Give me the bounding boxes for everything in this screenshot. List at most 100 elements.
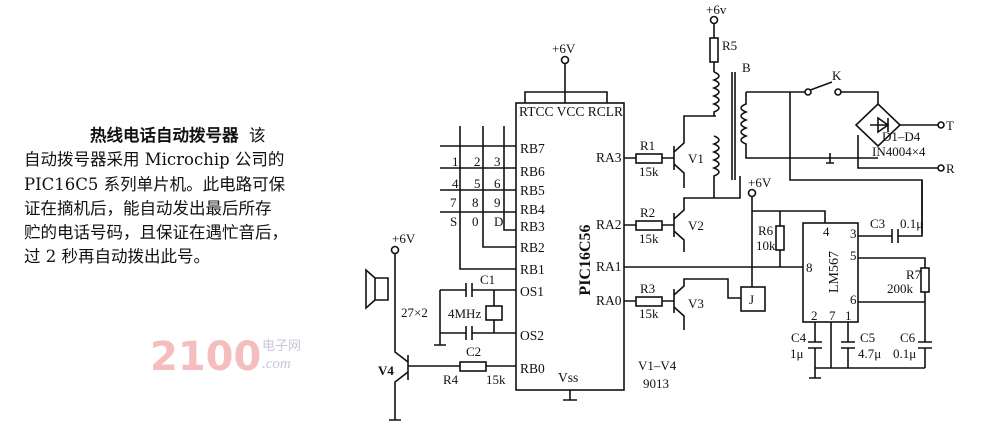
pin-rb6: RB6 (520, 164, 545, 179)
watermark-sub2: .com (262, 356, 291, 372)
pin-ra1: RA1 (596, 259, 622, 274)
key-8: 8 (472, 195, 479, 210)
v4-supply-label: +6V (392, 231, 416, 246)
pin-os2: OS2 (520, 328, 544, 343)
transistor-note: V1–V4 (638, 358, 677, 373)
line-r-label: R (946, 161, 955, 176)
pin-vss: Vss (558, 370, 578, 385)
v2-label: V2 (688, 218, 704, 233)
r3-label: R3 (640, 281, 655, 296)
keypad-matrix: 1 2 3 4 5 6 7 8 9 S 0 D (440, 126, 516, 270)
pin-rb0: RB0 (520, 361, 545, 376)
r4-value: 15k (486, 372, 506, 387)
mcu-name: PIC16C56 (577, 224, 594, 295)
article-line: PIC16C5 系列单片机。此电路可保 (24, 174, 286, 194)
v4-label: V4 (378, 363, 394, 378)
key-6: 6 (494, 176, 501, 191)
line-t-label: T (946, 118, 954, 133)
article-text: 热线电话自动拨号器 该 自动拨号器采用 Microchip 公司的 PIC16C… (24, 124, 354, 270)
key-9: 9 (494, 195, 501, 210)
pin-rb5: RB5 (520, 183, 545, 198)
lm567-pin-2: 2 (811, 308, 818, 323)
line-interface: +6v R5 B K T R D1–D4 IN4004×4 (706, 2, 955, 234)
decoder-name: LM567 (827, 251, 842, 293)
watermark-text: 2100 (150, 334, 261, 380)
oscillator: C1 4MHz 27×2 (401, 272, 516, 346)
relay-label: J (749, 292, 754, 307)
r3-value: 15k (639, 306, 659, 321)
lm567-pin-1: 1 (845, 308, 852, 323)
pin-rb7: RB7 (520, 141, 545, 156)
speaker-driver: +6V V4 C2 R4 15k (365, 231, 516, 421)
c5-value: 4.7μ (858, 346, 881, 361)
v1-label: V1 (688, 151, 704, 166)
pin-ra0: RA0 (596, 293, 622, 308)
key-2: 2 (474, 154, 481, 169)
c2-label: C2 (466, 344, 481, 359)
r6-value: 10k (756, 238, 776, 253)
c3-value: 0.1μ (900, 216, 923, 231)
article-line: 该 (249, 126, 266, 145)
c4-label: C4 (791, 330, 807, 345)
r6-label: R6 (758, 223, 774, 238)
r2-label: R2 (640, 205, 655, 220)
c1-label: C1 (480, 272, 495, 287)
lm567-pin-4: 4 (823, 224, 830, 239)
r2-value: 15k (639, 231, 659, 246)
pic16c56-chip: +6V RTCC VCC RCLR PIC16C56 RB7 RB6 RB5 R… (515, 41, 625, 401)
article-line: 自动拨号器采用 Microchip 公司的 (24, 150, 285, 170)
pin-os1: OS1 (520, 284, 544, 299)
r1-value: 15k (639, 164, 659, 179)
transistor-type: 9013 (643, 376, 669, 391)
lm567-decoder: +6V R6 10k J LM567 4 3 5 8 6 2 7 1 C3 0.… (740, 175, 932, 379)
bridge-type: IN4004×4 (872, 144, 926, 159)
cpair-label: 27×2 (401, 305, 428, 320)
pin-ra2: RA2 (596, 217, 622, 232)
c4-value: 1μ (790, 346, 804, 361)
key-3: 3 (494, 154, 501, 169)
relay-j (740, 286, 766, 312)
c3-label: C3 (870, 216, 885, 231)
key-1: 1 (452, 154, 459, 169)
c5-label: C5 (860, 330, 875, 345)
lm567-pin-3: 3 (850, 226, 857, 241)
key-0: 0 (472, 214, 479, 229)
mcu-top-pins: RTCC VCC RCLR (519, 104, 623, 119)
pin-rb2: RB2 (520, 240, 545, 255)
transistor-drivers: R1 15k R2 15k R3 15k V1 V2 V3 V1–V4 9013 (624, 115, 803, 391)
article-title: 热线电话自动拨号器 (90, 126, 239, 145)
article-line: 贮的电话号码，且保证在遇忙音后， (24, 223, 288, 243)
r7-label: R7 (906, 267, 922, 282)
v3-label: V3 (688, 296, 704, 311)
crystal-label: 4MHz (448, 306, 481, 321)
c6-label: C6 (900, 330, 916, 345)
article-line: 过 2 秒再自动拨出此号。 (24, 247, 210, 267)
switch-k-label: K (832, 68, 842, 83)
r7-value: 200k (887, 281, 914, 296)
lm567-pin-5: 5 (850, 248, 857, 263)
key-7: 7 (450, 195, 457, 210)
key-4: 4 (452, 176, 459, 191)
transformer-label: B (742, 60, 751, 75)
article-line: 证在摘机后，能自动发出最后所存 (24, 198, 272, 218)
key-s: S (450, 214, 457, 229)
pin-ra3: RA3 (596, 150, 622, 165)
r1-label: R1 (640, 138, 655, 153)
pin-rb4: RB4 (520, 202, 545, 217)
r5-label: R5 (722, 38, 737, 53)
lm567-pin-6: 6 (850, 292, 857, 307)
mcu-supply-label: +6V (552, 41, 576, 56)
pin-rb1: RB1 (520, 262, 545, 277)
bridge-label: D1–D4 (882, 129, 921, 144)
lm567-pin-7: 7 (829, 308, 836, 323)
lm567-pin-8: 8 (806, 260, 813, 275)
r5-supply-label: +6v (706, 2, 727, 17)
watermark-sub: 电子网 (262, 338, 301, 353)
relay-supply-label: +6V (748, 175, 772, 190)
key-d: D (494, 214, 503, 229)
r4-label: R4 (443, 372, 459, 387)
c6-value: 0.1μ (893, 346, 916, 361)
watermark-logo: 2100 电子网 .com (150, 334, 301, 380)
pin-rb3: RB3 (520, 219, 545, 234)
